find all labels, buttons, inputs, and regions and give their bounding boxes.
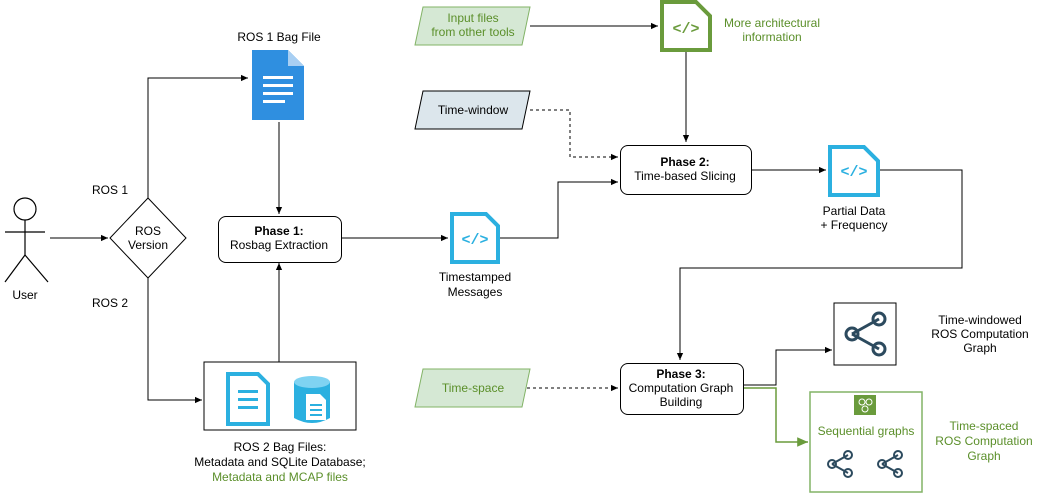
svg-text:</>: </> xyxy=(840,164,867,181)
input-files-shape xyxy=(414,6,531,46)
green-connector xyxy=(742,387,808,447)
share-graph-icon-small-2 xyxy=(877,450,903,478)
partial-label-1: Partial Data xyxy=(822,204,886,218)
time-space-label: Time-space xyxy=(441,381,505,395)
partial-data-code-icon: </> xyxy=(828,145,880,197)
phase3-box xyxy=(620,363,744,415)
timestamped-label-1: Timestamped xyxy=(438,270,512,284)
windowed-graph-label-2: ROS Computation xyxy=(931,327,1029,341)
windowed-graph-label-3: Graph xyxy=(963,341,997,355)
ros1-branch-label: ROS 1 xyxy=(91,183,128,197)
phase1-title: Phase 1: xyxy=(254,224,304,238)
share-graph-icon xyxy=(844,311,887,357)
phase3-title: Phase 3: xyxy=(656,367,706,381)
architecture-code-icon: </> xyxy=(660,0,712,52)
user-actor-icon xyxy=(4,197,49,283)
ros1-document-icon xyxy=(252,50,304,120)
phase3-subtitle-2: Building xyxy=(659,395,703,409)
svg-text:</>: </> xyxy=(461,232,488,249)
phase1-box xyxy=(218,216,342,263)
ros2-bag-label-2: Metadata and SQLite Database; xyxy=(194,455,366,469)
time-window-shape xyxy=(414,90,531,130)
architecture-label-1: More architectural xyxy=(723,16,821,30)
phase1-subtitle: Rosbag Extraction xyxy=(229,238,329,252)
partial-label-2: + Frequency xyxy=(820,218,888,232)
architecture-label-2: information xyxy=(742,30,802,44)
ros2-bag-label-3: Metadata and MCAP files xyxy=(212,470,348,484)
phase2-box xyxy=(620,145,752,195)
windowed-graph-label-1: Time-windowed xyxy=(938,313,1022,327)
connectors xyxy=(50,22,963,404)
spaced-graph-label-1: Time-spaced xyxy=(949,419,1019,433)
phase2-subtitle: Time-based Slicing xyxy=(634,169,736,183)
time-windowed-graph-box xyxy=(833,302,897,366)
timestamped-code-icon: </> xyxy=(450,212,500,264)
ros1-bag-label: ROS 1 Bag File xyxy=(237,30,321,44)
decision-label-1: ROS xyxy=(134,224,161,238)
metadata-document-icon xyxy=(226,372,270,426)
time-space-shape xyxy=(414,368,531,408)
database-icon xyxy=(294,376,330,423)
spaced-graph-label-2: ROS Computation xyxy=(935,434,1033,448)
time-window-label: Time-window xyxy=(437,103,509,117)
phase3-subtitle-1: Computation Graph xyxy=(628,381,734,395)
phase2-title: Phase 2: xyxy=(660,155,710,169)
timestamped-label-2: Messages xyxy=(447,285,503,299)
input-files-label-1: Input files xyxy=(447,11,499,25)
sequential-graphs-label: Sequential graphs xyxy=(817,424,915,438)
svg-text:</>: </> xyxy=(672,21,699,38)
share-graph-icon-small-1 xyxy=(827,450,853,478)
ros2-bag-label-1: ROS 2 Bag Files: xyxy=(233,440,327,454)
spaced-graph-label-3: Graph xyxy=(967,449,1001,463)
user-label: User xyxy=(12,288,38,302)
input-files-label-2: from other tools xyxy=(431,25,515,39)
decision-label-2: Version xyxy=(127,238,169,252)
ros2-branch-label: ROS 2 xyxy=(91,296,128,310)
